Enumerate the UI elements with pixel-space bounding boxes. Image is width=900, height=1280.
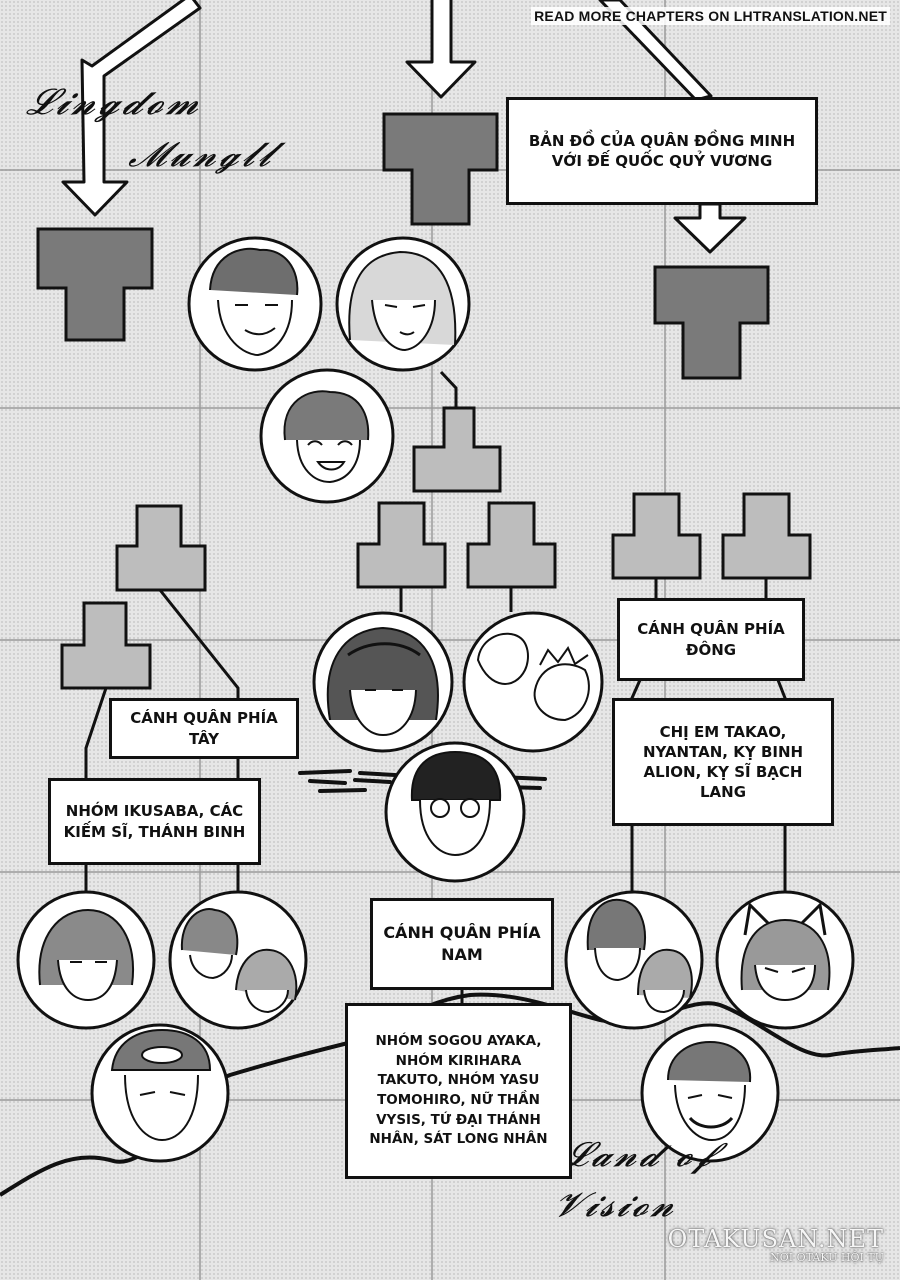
west-army-label: CÁNH QUÂN PHÍA TÂY (130, 709, 278, 748)
portrait-girl-west-1 (16, 890, 156, 1030)
unit-light-d (466, 501, 557, 589)
map-title: BẢN ĐỒ CỦA QUÂN ĐỒNG MINH VỚI ĐẾ QUỐC QU… (528, 131, 796, 170)
watermark: OTAKUSAN.NET NƠI OTAKU HỘI TỤ (668, 1225, 884, 1264)
decorative-script-bottom-right: 𝓛𝓪𝓷𝓭 𝓸𝓯 (561, 1135, 721, 1175)
script-text: 𝓛𝓲𝓷𝓰𝓭𝓸𝓶 (23, 82, 207, 123)
portrait-smiling-boy (259, 368, 395, 504)
decorative-script-top-left-2: 𝓜𝓾𝓷𝓰𝓵𝓵 (126, 135, 280, 175)
unit-symbols-light (60, 406, 812, 690)
portrait-helmet-man (90, 1023, 230, 1163)
portrait-mushroom-hair-boy (384, 741, 526, 883)
unit-light-e (611, 492, 702, 580)
unit-dark-east (653, 265, 770, 380)
scribble-terrain (298, 769, 547, 793)
east-army-label-box: CÁNH QUÂN PHÍA ĐÔNG (617, 598, 805, 681)
site-credit: READ MORE CHAPTERS ON LHTRANSLATION.NET (531, 7, 890, 25)
portrait-cat-ear-girl (715, 890, 855, 1030)
unit-light-c (356, 501, 447, 589)
portrait-tiara-girl (312, 611, 454, 753)
portraits (16, 236, 855, 1163)
script-text-3: 𝓛𝓪𝓷𝓭 𝓸𝓯 (560, 1135, 721, 1175)
watermark-tagline: NƠI OTAKU HỘI TỤ (770, 1251, 884, 1264)
unit-symbols-dark (36, 112, 770, 380)
arrow-center (405, 0, 477, 99)
unit-dark-west (36, 227, 154, 342)
unit-dark-center (382, 112, 499, 226)
decorative-script-top-left: 𝓛𝓲𝓷𝓰𝓭𝓸𝓶 (24, 82, 207, 124)
arrows (61, 0, 747, 254)
unit-light-a (412, 406, 502, 493)
portrait-two-girls-east (564, 890, 704, 1030)
script-text-4: 𝓥𝓲𝓼𝓲𝓸𝓷 (550, 1185, 683, 1225)
east-army-label: CÁNH QUÂN PHÍA ĐÔNG (637, 620, 785, 659)
portrait-bearded-elder (640, 1023, 780, 1163)
unit-light-f (721, 492, 812, 580)
east-army-members-box: CHỊ EM TAKAO, NYANTAN, KỴ BINH ALION, KỴ… (612, 698, 834, 826)
portrait-two-girls-west (168, 890, 308, 1030)
decorative-script-bottom-right-2: 𝓥𝓲𝓼𝓲𝓸𝓷 (551, 1185, 682, 1225)
unit-light-g (60, 601, 152, 690)
portrait-two-boys (462, 611, 604, 753)
arrow-west (61, 0, 202, 217)
portrait-bearded-man (187, 236, 323, 372)
watermark-site: OTAKUSAN.NET (667, 1225, 884, 1253)
arrow-east-down (673, 202, 747, 254)
south-army-members: NHÓM SOGOU AYAKA, NHÓM KIRIHARA TAKUTO, … (369, 1033, 548, 1148)
west-army-members: NHÓM IKUSABA, CÁC KIẾM SĨ, THÁNH BINH (63, 802, 246, 841)
west-army-label-box: CÁNH QUÂN PHÍA TÂY (109, 698, 299, 759)
south-army-members-box: NHÓM SOGOU AYAKA, NHÓM KIRIHARA TAKUTO, … (345, 1003, 572, 1179)
east-army-members: CHỊ EM TAKAO, NYANTAN, KỴ BINH ALION, KỴ… (642, 722, 804, 802)
arrow-east (598, 0, 713, 102)
west-army-members-box: NHÓM IKUSABA, CÁC KIẾM SĨ, THÁNH BINH (48, 778, 261, 865)
script-text-2: 𝓜𝓾𝓷𝓰𝓵𝓵 (125, 135, 280, 175)
south-army-label: CÁNH QUÂN PHÍA NAM (383, 923, 541, 964)
map-title-box: BẢN ĐỒ CỦA QUÂN ĐỒNG MINH VỚI ĐẾ QUỐC QU… (506, 97, 818, 205)
unit-light-b (115, 504, 207, 592)
south-army-label-box: CÁNH QUÂN PHÍA NAM (370, 898, 554, 990)
portrait-long-hair-girl (335, 236, 471, 372)
